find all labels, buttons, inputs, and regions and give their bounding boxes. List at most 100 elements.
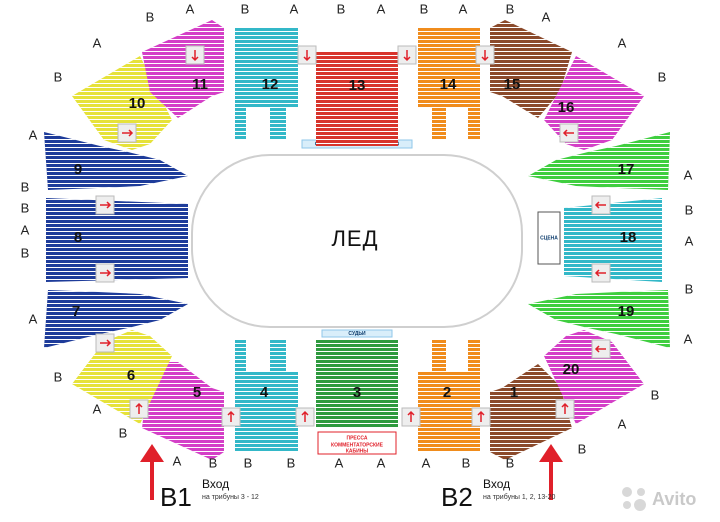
row-letter-a: А <box>685 233 694 248</box>
section-8[interactable] <box>46 198 188 282</box>
row-letter-b: В <box>506 1 515 16</box>
row-letter-a: А <box>542 9 551 24</box>
section-number-16: 16 <box>558 99 575 116</box>
row-letter-b: В <box>506 455 515 470</box>
section-number-4: 4 <box>260 384 269 401</box>
row-letter-b: В <box>119 425 128 440</box>
row-letter-a: А <box>618 416 627 431</box>
entrance-b2-word: Вход <box>483 477 510 491</box>
section-14[interactable] <box>418 28 480 140</box>
arrow-up-icon <box>407 410 415 422</box>
passage-arrow-3 <box>475 45 495 65</box>
section-number-12: 12 <box>262 76 279 93</box>
row-letter-a: А <box>173 453 182 468</box>
judges-label: СУДЬИ <box>348 331 366 337</box>
section-3-rows <box>316 340 398 428</box>
section-15[interactable] <box>490 20 572 118</box>
entrance-b2-note: на трибуны 1, 2, 13-20 <box>483 493 555 501</box>
passage-arrow-0 <box>185 45 205 65</box>
avito-watermark: Avito <box>622 487 696 511</box>
row-letter-a: А <box>290 1 299 16</box>
passage-arrow-10 <box>95 333 115 353</box>
press-box <box>317 431 397 455</box>
section-15-rows <box>490 20 572 118</box>
row-letter-b: В <box>651 387 660 402</box>
entrance-b2-arrow-icon <box>539 444 563 462</box>
row-letter-b: В <box>337 1 346 16</box>
passage-arrow-13 <box>555 399 575 419</box>
section-5-rows <box>142 362 224 460</box>
section-18[interactable] <box>564 198 662 282</box>
section-4[interactable] <box>235 340 298 452</box>
passage-arrow-6 <box>95 195 115 215</box>
section-10[interactable] <box>72 56 172 150</box>
passage-arrow-11 <box>591 339 611 359</box>
row-letter-b: В <box>658 69 667 84</box>
section-14-rows <box>418 28 480 140</box>
section-number-1: 1 <box>510 384 518 401</box>
row-letter-a: А <box>377 1 386 16</box>
section-number-6: 6 <box>127 367 135 384</box>
section-number-17: 17 <box>618 161 635 178</box>
arrow-left-icon <box>562 129 574 137</box>
section-3[interactable] <box>316 340 398 428</box>
row-letter-b: В <box>21 200 30 215</box>
section-11[interactable] <box>142 20 224 118</box>
section-7[interactable] <box>44 290 188 348</box>
commentator-label-1: КОММЕНТАТОРСКИЕ <box>331 442 384 448</box>
arrow-left-icon <box>594 269 606 277</box>
arrow-right-icon <box>100 201 112 209</box>
row-letter-a: А <box>684 331 693 346</box>
row-letter-b: В <box>54 369 63 384</box>
avito-watermark-text: Avito <box>652 489 696 509</box>
section-1[interactable] <box>490 364 572 460</box>
row-letter-a: А <box>93 35 102 50</box>
arrow-up-icon <box>301 410 309 422</box>
arrow-left-icon <box>594 345 606 353</box>
section-9-rows <box>44 132 188 190</box>
row-letter-b: В <box>287 455 296 470</box>
row-letter-b: В <box>462 455 471 470</box>
entrance-b1-label: В1 <box>160 482 192 512</box>
row-letter-a: А <box>684 167 693 182</box>
section-12[interactable] <box>235 28 298 140</box>
section-17[interactable] <box>528 132 670 190</box>
entrance-b2[interactable]: В2 Вход на трибуны 1, 2, 13-20 <box>441 444 563 512</box>
section-number-13: 13 <box>349 77 366 94</box>
passage-arrow-15 <box>295 407 315 427</box>
entrance-b2-label: В2 <box>441 482 473 512</box>
passage-arrow-17 <box>471 407 491 427</box>
entrance-b1-arrow-icon <box>140 444 164 462</box>
section-9[interactable] <box>44 132 188 190</box>
passage-arrow-9 <box>591 263 611 283</box>
ice-label: ЛЕД <box>331 226 378 251</box>
section-19[interactable] <box>528 290 670 348</box>
arrow-down-icon <box>303 50 311 62</box>
passage-arrow-5 <box>559 123 579 143</box>
section-5[interactable] <box>142 362 224 460</box>
passage-arrow-2 <box>397 45 417 65</box>
section-1-rows <box>490 364 572 460</box>
row-letter-a: А <box>186 1 195 16</box>
arrow-right-icon <box>100 269 112 277</box>
arrow-down-icon <box>403 50 411 62</box>
row-letter-a: А <box>618 35 627 50</box>
section-number-7: 7 <box>72 303 80 320</box>
section-17-rows <box>528 132 670 190</box>
passage-arrow-12 <box>129 399 149 419</box>
row-letter-a: А <box>335 455 344 470</box>
ice-rink <box>191 154 523 328</box>
section-13[interactable] <box>316 52 398 146</box>
section-2[interactable] <box>418 340 480 452</box>
row-letter-a: А <box>459 1 468 16</box>
section-11-rows <box>142 20 224 118</box>
section-number-20: 20 <box>563 361 580 378</box>
row-letter-b: В <box>21 245 30 260</box>
entrance-b1[interactable]: В1 Вход на трибуны 3 - 12 <box>140 444 259 512</box>
section-number-10: 10 <box>129 95 146 112</box>
row-letter-a: А <box>29 127 38 142</box>
section-13-rows <box>316 52 398 146</box>
passage-arrow-8 <box>95 263 115 283</box>
